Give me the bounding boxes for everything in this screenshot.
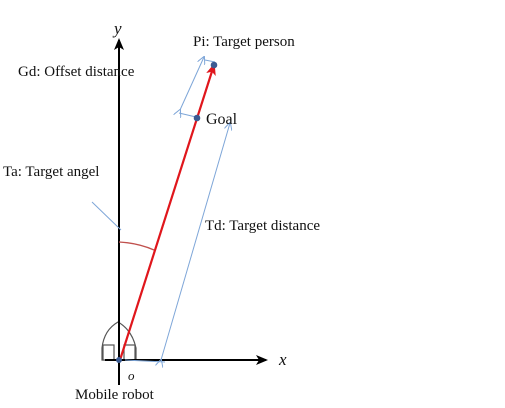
- origin-point: [116, 357, 122, 363]
- heading-line: [118, 63, 216, 361]
- target-person-point: [210, 61, 218, 69]
- target-distance-line: [161, 123, 230, 360]
- target-angle-pointer: [91, 201, 122, 231]
- origin-label: o: [128, 368, 135, 383]
- target-angle-label: Ta: Target angel: [3, 164, 100, 180]
- offset-distance-extension-top: [204, 59, 216, 63]
- target-person-label: Pi: Target person: [193, 34, 295, 50]
- offset-distance-label: Gd: Offset distance: [18, 64, 135, 80]
- goal-point: [193, 114, 201, 122]
- target-angle-arc: [118, 241, 155, 251]
- goal-label: Goal: [206, 111, 238, 128]
- y-axis-label: y: [114, 19, 122, 38]
- offset-distance-line: [180, 57, 204, 110]
- offset-distance-extension-bottom: [178, 112, 197, 118]
- target-distance-label: Td: Target distance: [205, 218, 321, 234]
- x-axis-label: x: [279, 350, 287, 369]
- mobile-robot-label: Mobile robot: [75, 387, 154, 403]
